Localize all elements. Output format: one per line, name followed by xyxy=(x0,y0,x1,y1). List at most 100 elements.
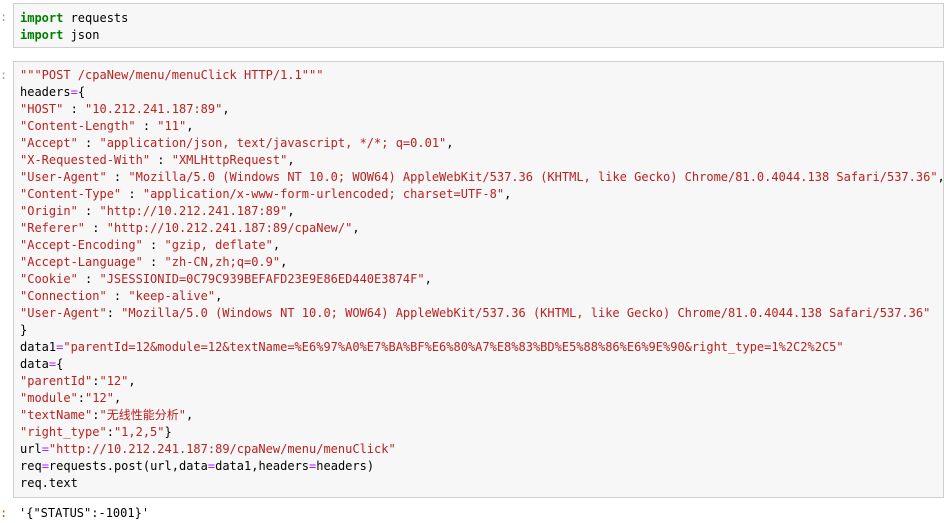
operator-token: = xyxy=(56,340,64,354)
code-token: { xyxy=(77,85,86,99)
code-token: requests xyxy=(63,11,129,25)
code-token: , xyxy=(938,170,944,184)
code-token: data1,headers xyxy=(215,459,310,473)
string-token: "12" xyxy=(99,374,129,388)
code-token: : xyxy=(142,255,165,269)
code-token: , xyxy=(222,102,230,116)
code-line: "User-Agent": "Mozilla/5.0 (Windows NT 1… xyxy=(20,305,943,322)
string-token: "Origin" xyxy=(20,204,78,218)
code-line: import requests xyxy=(20,10,943,27)
code-token: : xyxy=(92,374,100,388)
code-token: data xyxy=(20,357,49,371)
string-token: "textName" xyxy=(20,408,93,422)
code-token: , xyxy=(287,204,295,218)
code-token: : xyxy=(150,153,172,167)
keyword-token: import xyxy=(20,11,64,25)
string-token: "无线性能分析" xyxy=(99,408,186,422)
code-line: req=requests.post(url,data=data1,headers… xyxy=(20,458,943,475)
code-token: : xyxy=(106,425,114,439)
string-token: "10.212.241.187:89" xyxy=(85,102,223,116)
string-token: "JSESSIONID=0C79C939BEFAFD23E9E86ED440E3… xyxy=(99,272,425,286)
code-line: import json xyxy=(20,27,943,44)
string-token: "User-Agent" xyxy=(20,306,107,320)
code-line: "Referer" : "http://10.212.241.187:89/cp… xyxy=(20,220,943,237)
code-token: , xyxy=(113,391,122,405)
code-token: : xyxy=(106,306,122,320)
code-line: "Accept-Encoding" : "gzip, deflate", xyxy=(20,237,943,254)
cell-output: '{"STATUS":-1001}' xyxy=(19,506,150,520)
code-line: req.text xyxy=(20,475,943,492)
code-token: , xyxy=(446,136,454,150)
code-line: "Content-Length" : "11", xyxy=(20,118,943,135)
code-token: : xyxy=(135,119,158,133)
string-token: "module" xyxy=(20,391,78,405)
string-token: "Connection" xyxy=(20,289,107,303)
string-token: "http://10.212.241.187:89" xyxy=(99,204,288,218)
string-token: "right_type" xyxy=(20,425,107,439)
code-token: , xyxy=(504,187,512,201)
code-token: headers xyxy=(20,85,71,99)
string-token: "Mozilla/5.0 (Windows NT 10.0; WOW64) Ap… xyxy=(128,170,938,184)
code-token: , xyxy=(280,255,288,269)
string-token: "parentId=12&module=12&textName=%E6%97%A… xyxy=(63,340,844,354)
code-line: "right_type":"1,2,5"} xyxy=(20,424,943,441)
cell-2-prompt: : xyxy=(0,68,8,82)
string-token: "application/json, text/javascript, */*;… xyxy=(99,136,447,150)
code-line: "User-Agent" : "Mozilla/5.0 (Windows NT … xyxy=(20,169,944,186)
code-token: , xyxy=(128,374,136,388)
code-line: "Accept" : "application/json, text/javas… xyxy=(20,135,943,152)
string-token: "Referer" xyxy=(20,221,86,235)
code-line: data={ xyxy=(20,356,943,373)
code-line: } xyxy=(20,322,943,339)
output-prompt: : xyxy=(0,506,8,520)
code-token: , xyxy=(352,221,360,235)
keyword-token: import xyxy=(20,28,64,42)
code-token: : xyxy=(121,187,143,201)
code-token: headers) xyxy=(316,459,375,473)
code-line: data1="parentId=12&module=12&textName=%E… xyxy=(20,339,943,356)
code-line: "Connection" : "keep-alive", xyxy=(20,288,943,305)
code-editor[interactable]: """POST /cpaNew/menu/menuClick HTTP/1.1"… xyxy=(14,62,944,492)
code-line: "X-Requested-With" : "XMLHttpRequest", xyxy=(20,152,943,169)
operator-token: = xyxy=(48,357,57,371)
string-token: "Mozilla/5.0 (Windows NT 10.0; WOW64) Ap… xyxy=(121,306,931,320)
code-cell-request[interactable]: """POST /cpaNew/menu/menuClick HTTP/1.1"… xyxy=(13,61,944,498)
code-token: data1 xyxy=(20,340,57,354)
code-line: "Content-Type" : "application/x-www-form… xyxy=(20,186,943,203)
code-line: "Cookie" : "JSESSIONID=0C79C939BEFAFD23E… xyxy=(20,271,943,288)
code-token: : xyxy=(142,238,165,252)
string-token: "12" xyxy=(85,391,114,405)
string-token: "User-Agent" xyxy=(20,170,107,184)
code-token: req xyxy=(20,459,42,473)
string-token: "11" xyxy=(157,119,187,133)
code-token: req.text xyxy=(20,476,78,490)
code-token: : xyxy=(77,204,100,218)
code-line: url="http://10.212.241.187:89/cpaNew/men… xyxy=(20,441,943,458)
code-token: , xyxy=(185,408,194,422)
operator-token: = xyxy=(41,442,49,456)
string-token: "gzip, deflate" xyxy=(164,238,273,252)
code-line: "parentId":"12", xyxy=(20,373,943,390)
string-token: "http://10.212.241.187:89/cpaNew/" xyxy=(106,221,353,235)
code-line: "HOST" : "10.212.241.187:89", xyxy=(20,101,943,118)
code-token: : xyxy=(106,289,129,303)
string-token: "X-Requested-With" xyxy=(20,153,151,167)
code-line: "Origin" : "http://10.212.241.187:89", xyxy=(20,203,943,220)
string-token: "1,2,5" xyxy=(113,425,165,439)
code-token: : xyxy=(77,391,86,405)
string-token: "XMLHttpRequest" xyxy=(171,153,288,167)
code-line: "textName":"无线性能分析", xyxy=(20,407,943,424)
cell-1-prompt: : xyxy=(0,10,8,24)
code-line: headers={ xyxy=(20,84,943,101)
string-token: "application/x-www-form-urlencoded; char… xyxy=(142,187,505,201)
code-token: { xyxy=(56,357,64,371)
string-token: "keep-alive" xyxy=(128,289,216,303)
code-token: } xyxy=(164,425,172,439)
code-token: } xyxy=(20,323,28,337)
operator-token: = xyxy=(207,459,216,473)
string-token: "Accept-Language" xyxy=(20,255,143,269)
string-token: "Cookie" xyxy=(20,272,78,286)
code-token: : xyxy=(92,408,100,422)
